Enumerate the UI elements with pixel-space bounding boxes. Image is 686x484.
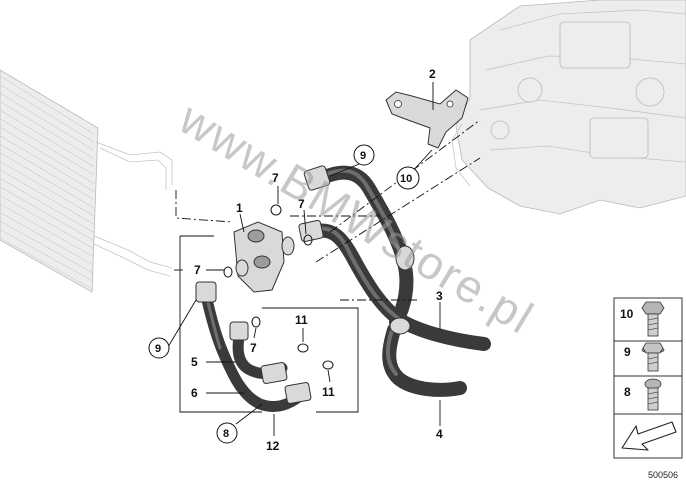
callout-7-upper: 7	[272, 171, 279, 185]
flange-bolt-icon	[641, 342, 665, 372]
bracket-part	[385, 89, 469, 149]
legend-label-8: 8	[624, 385, 631, 399]
callout-7-right: 7	[298, 197, 305, 211]
callout-6: 6	[191, 386, 198, 400]
transmission-ghost	[451, 0, 686, 215]
callout-9-lower: 9	[155, 343, 161, 355]
callout-10: 10	[400, 173, 412, 185]
arrow-icon	[621, 421, 677, 451]
radiator-fin	[0, 152, 95, 209]
radiator-fin	[0, 212, 95, 266]
radiator-fin	[0, 84, 95, 143]
legend-label-9: 9	[624, 345, 631, 359]
radiator-fin	[0, 160, 95, 217]
radiator-fin	[0, 220, 95, 274]
radiator-fin	[0, 101, 95, 159]
hose-upper-right	[315, 165, 414, 329]
screw-icon	[644, 378, 662, 411]
callout-5: 5	[191, 355, 198, 369]
callout-4: 4	[436, 427, 443, 441]
radiator-fin	[0, 143, 95, 200]
callout-1: 1	[236, 201, 243, 215]
callout-3: 3	[436, 289, 443, 303]
callouts: 1 2 3 4 5 6 7 7 7 7 11 11 12 9 9 8 10	[148, 67, 443, 453]
radiator-fin	[0, 169, 95, 225]
callout-12: 12	[266, 439, 280, 453]
radiator-fin	[0, 135, 95, 192]
connector-parts	[195, 165, 415, 404]
callout-9-upper: 9	[360, 150, 366, 162]
callout-2: 2	[429, 67, 436, 81]
o-rings	[223, 204, 334, 370]
radiator-fin	[0, 109, 95, 168]
callout-7-left: 7	[194, 263, 201, 277]
callout-11-upper: 11	[295, 313, 308, 327]
callout-7-lower: 7	[250, 341, 257, 355]
radiator-fin	[0, 229, 95, 283]
radiator-fin	[0, 178, 95, 233]
document-number: 500506	[648, 470, 678, 480]
bolt-icon	[641, 301, 665, 337]
fastener-legend: 10 9 8	[613, 297, 683, 459]
radiator-fin	[0, 75, 95, 135]
hose-3	[305, 223, 491, 351]
hose-4	[382, 323, 467, 397]
leader-lines	[167, 82, 441, 436]
callout-11-lower: 11	[322, 385, 335, 399]
legend-label-10: 10	[620, 307, 634, 321]
valve-block-part	[233, 221, 295, 293]
radiator-fin	[0, 118, 95, 176]
group-box	[179, 235, 359, 413]
radiator-ghost	[0, 69, 173, 293]
radiator-fin	[0, 92, 95, 151]
callout-8: 8	[223, 428, 229, 440]
radiator-fin	[0, 195, 95, 250]
radiator-fin	[0, 126, 95, 184]
radiator-fin	[0, 186, 95, 242]
radiator-fin	[0, 203, 95, 258]
radiator-fin	[0, 237, 95, 291]
